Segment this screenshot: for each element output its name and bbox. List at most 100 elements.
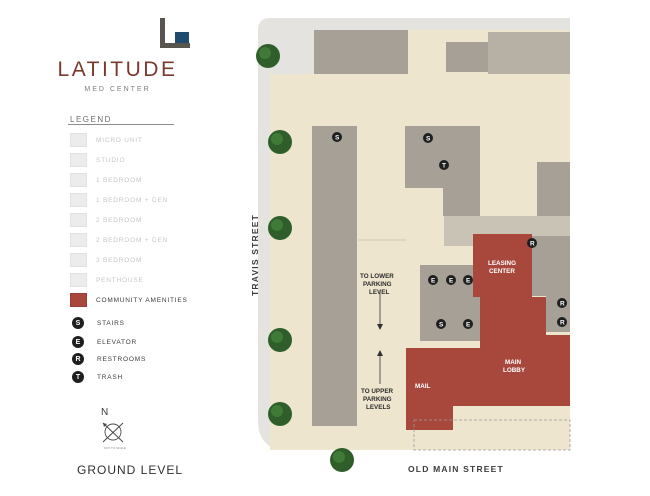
legend-item-penthouse: PENTHOUSE [70,272,144,288]
restrooms-icon: R [72,353,84,365]
elevator-icon: E [428,275,438,285]
legend-label: 2 BEDROOM + DEN [96,236,169,244]
compass-icon: N NOT TO SCALE [101,407,126,450]
stairs-icon: S [423,133,433,143]
legend-swatch [70,273,87,287]
stairs-icon: S [436,319,446,329]
leasing-label-2: CENTER [489,268,515,275]
lower-parking-label-2: PARKING [363,281,392,288]
tree-icon [330,448,354,472]
legend-label: STAIRS [97,319,125,327]
legend-swatch [70,193,87,207]
svg-text:S: S [335,135,340,142]
tree-icon [256,44,280,68]
legend-item-studio: STUDIO [70,152,125,168]
brand-subtitle: MED CENTER [84,86,151,93]
legend-label: MICRO UNIT [96,136,143,144]
street-label-old-main: OLD MAIN STREET [408,464,504,474]
building-north-right [488,32,570,74]
restrooms-icon: R [557,298,567,308]
legend-item-2-bedroom: 2 BEDROOM [70,212,142,228]
legend-swatch [70,213,87,227]
legend-symbol-restrooms: R RESTROOMS [72,353,146,365]
trash-icon: T [439,160,449,170]
building-north-mid [446,42,488,72]
lower-parking-label-3: LEVEL [369,289,389,296]
lobby-label-2: LOBBY [503,367,526,374]
svg-text:R: R [560,301,565,308]
elevator-icon: E [72,336,84,348]
legend-panel: LATITUDE MED CENTER LEGEND MICRO UNIT ST… [0,0,240,496]
legend-symbol-trash: T TRASH [72,371,123,383]
tree-icon [268,130,292,154]
legend-divider [68,124,174,125]
legend-item-3-bedroom: 3 BEDROOM [70,252,142,268]
building-core [405,126,480,188]
legend-label: COMMUNITY AMENITIES [96,296,188,304]
legend-swatch [70,253,87,267]
legend-label: 2 BEDROOM [96,216,143,224]
elevator-icon: E [463,319,473,329]
legend-item-micro-unit: MICRO UNIT [70,132,143,148]
legend-item-2-bedroom-den: 2 BEDROOM + DEN [70,232,168,248]
elevator-icon: E [463,275,473,285]
upper-parking-label-2: PARKING [363,396,392,403]
legend-item-1-bedroom-den: 1 BEDROOM + DEN [70,192,168,208]
latitude-logo-icon [160,18,190,48]
lobby-label-1: MAIN [505,359,522,366]
legend-symbol-elevator: E ELEVATOR [72,336,137,348]
leasing-center [473,234,532,297]
main-lobby [453,297,570,406]
building-south-east [546,292,570,332]
upper-parking-label-1: TO UPPER [361,388,394,395]
street-label-travis: TRAVIS STREET [250,214,260,296]
tree-icon [268,402,292,426]
legend-label: 3 BEDROOM [96,256,143,264]
mail-room [406,348,453,430]
legend-swatch [70,233,87,247]
legend-title: LEGEND [70,115,112,124]
legend-label: TRASH [97,373,124,381]
mail-label: MAIL [415,383,431,390]
svg-text:E: E [466,322,471,329]
legend-swatch [70,153,87,167]
legend-label: 1 BEDROOM [96,176,143,184]
trash-icon: T [72,371,84,383]
lower-parking-label-1: TO LOWER [360,273,394,280]
building-west-wing [312,126,357,426]
floor-plan-map: S S T R E E E S E R R LEASING CENTER MAI… [250,18,571,474]
elevator-icon: E [446,275,456,285]
tree-icon [268,216,292,240]
svg-text:R: R [560,320,565,327]
legend-label: ELEVATOR [97,338,137,346]
legend-swatch-amenities [70,293,87,307]
brand-title: LATITUDE [57,58,178,81]
legend-symbol-stairs: S STAIRS [72,317,125,329]
legend-swatch [70,173,87,187]
compass-letter: N [101,407,108,418]
legend-label: STUDIO [96,156,126,164]
svg-text:T: T [442,163,446,170]
upper-parking-label-3: LEVELS [366,404,391,411]
tree-icon [268,328,292,352]
svg-text:R: R [530,241,535,248]
stairs-icon: S [72,317,84,329]
drop-off-zone [413,419,571,451]
legend-item-1-bedroom: 1 BEDROOM [70,172,142,188]
stairs-icon: S [332,132,342,142]
legend-label: PENTHOUSE [96,276,144,284]
legend-label: RESTROOMS [97,355,147,363]
leasing-label-1: LEASING [488,260,516,267]
parking-ramp [358,240,406,450]
level-title: GROUND LEVEL [76,463,184,477]
svg-text:E: E [466,278,471,285]
restrooms-icon: R [527,238,537,248]
restrooms-icon: R [557,317,567,327]
svg-text:S: S [439,322,444,329]
legend-item-community-amenities: COMMUNITY AMENITIES [70,292,188,308]
building-east [537,162,570,216]
svg-text:E: E [431,278,436,285]
svg-text:E: E [449,278,454,285]
compass-note: NOT TO SCALE [104,446,126,450]
legend-swatch [70,133,87,147]
